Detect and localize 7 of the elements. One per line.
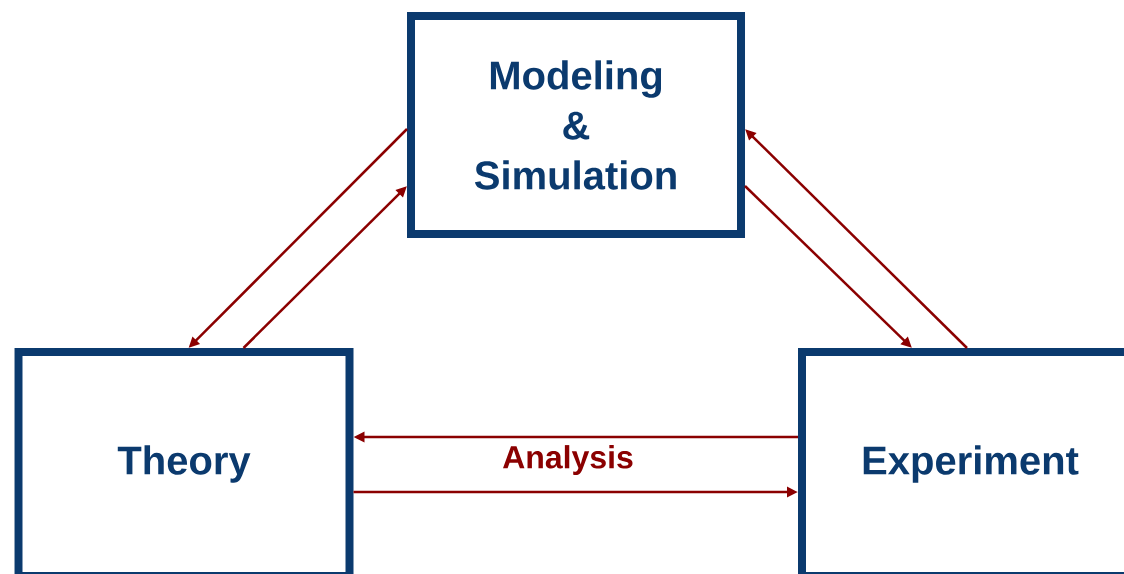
arrow [242,186,407,349]
arrow [744,185,912,348]
box: Modeling & Simulation [407,12,745,238]
arrow [745,129,968,349]
flow-label: Analysis [503,445,633,475]
box: Experiment [798,348,1124,574]
box: Theory [14,348,354,574]
